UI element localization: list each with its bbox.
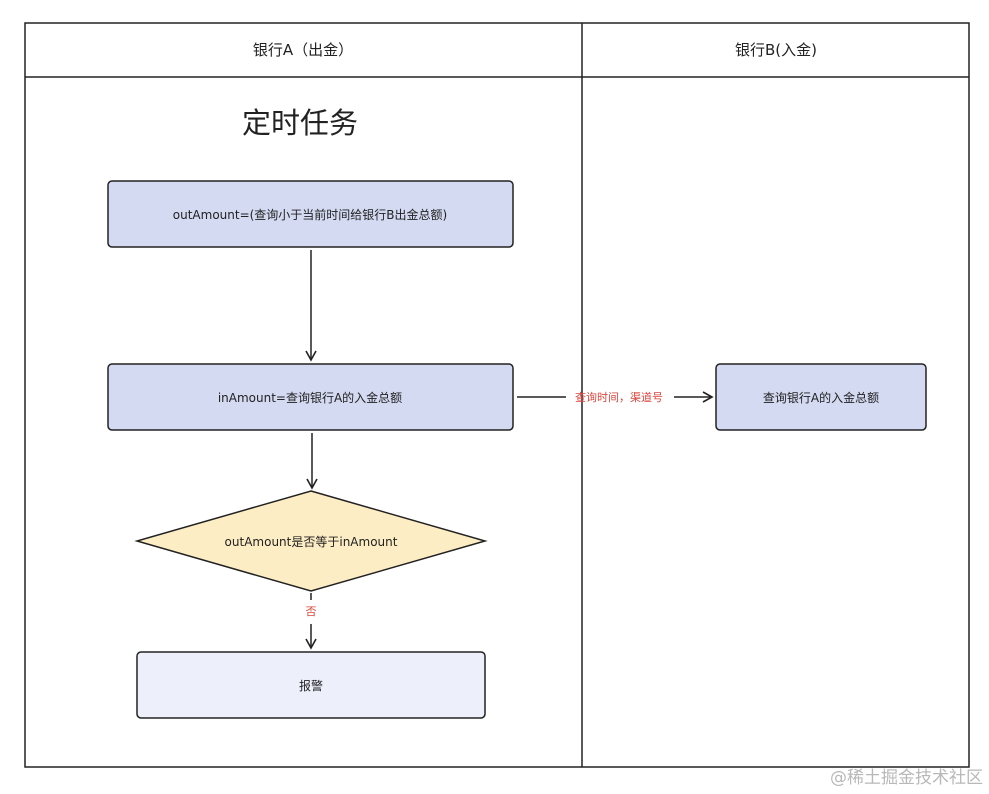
process-node-query-bank-b-label: 查询银行A的入金总额: [763, 390, 879, 405]
process-node-alarm-label: 报警: [299, 678, 323, 693]
process-node-out-amount: [107, 180, 514, 248]
process-node-in-amount-label: inAmount=查询银行A的入金总额: [218, 390, 402, 405]
watermark: @稀土掘金技术社区: [830, 768, 983, 788]
process-node-out-amount-label: outAmount=(查询小于当前时间给银行B出金总额): [173, 207, 447, 222]
lane-title-bank-a: 银行A（出金）: [253, 41, 353, 59]
edge-query-label: 查询时间，渠道号: [575, 390, 663, 404]
edge-no-label: 否: [306, 605, 317, 618]
decision-node-compare: [134, 490, 488, 592]
lane-title-bank-b: 银行B(入金): [735, 41, 817, 59]
process-node-query-bank-b: [715, 363, 927, 431]
process-node-in-amount: [107, 363, 514, 431]
decision-node-compare-label: outAmount是否等于inAmount: [225, 535, 398, 549]
process-node-alarm: [136, 651, 486, 719]
section-title: 定时任务: [242, 106, 358, 140]
